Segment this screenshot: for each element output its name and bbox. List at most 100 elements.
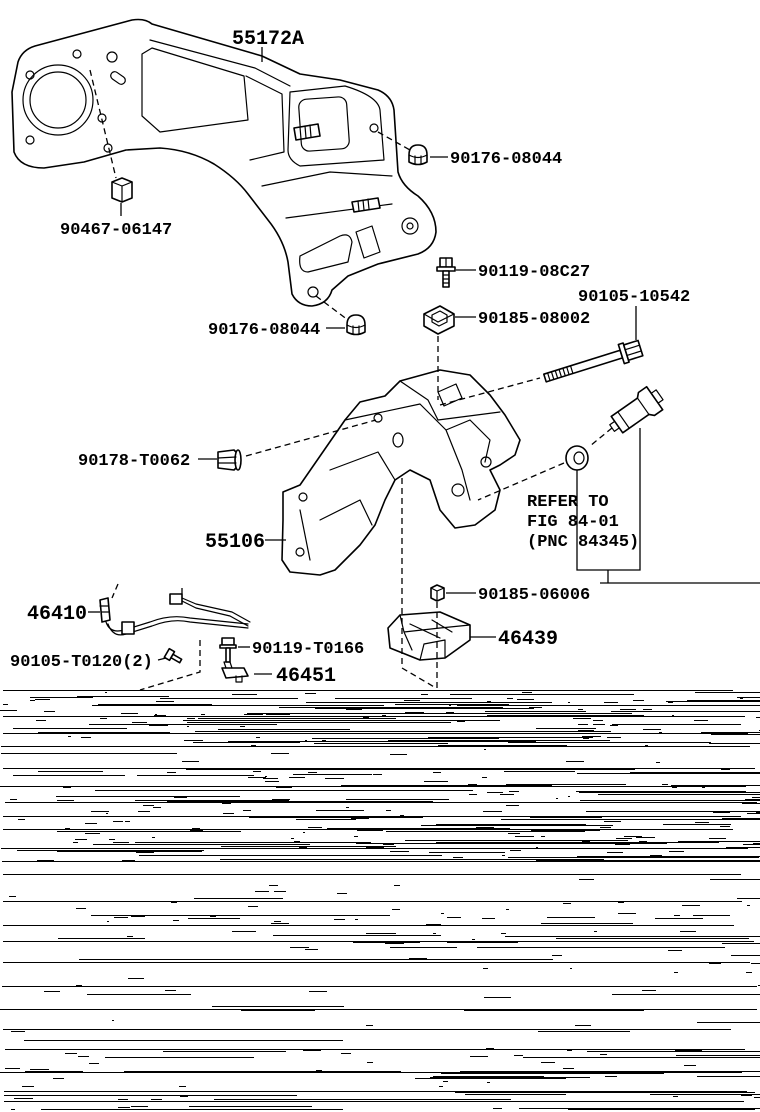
top-flange-edge — [149, 39, 291, 87]
large-bore — [29, 71, 87, 129]
label-bolt-sensor: 90105-T0120(2) — [10, 653, 153, 672]
clip-90467-06147 — [111, 177, 133, 203]
label-bolt-long: 90105-10542 — [578, 288, 690, 307]
label-clamp: 46451 — [276, 665, 336, 688]
stud-thread — [299, 124, 312, 140]
clip-90185-06006 — [430, 584, 445, 602]
box-recess — [298, 96, 350, 152]
bolt-shank — [543, 349, 624, 383]
leader-90105-t0120 — [157, 657, 167, 661]
mounting-hole — [298, 492, 308, 502]
clip-edges — [430, 587, 445, 602]
cage-nut-90185-08002 — [423, 305, 455, 335]
cable-wire-upper — [181, 597, 251, 627]
cable-connector — [99, 597, 111, 623]
bolt-shank — [225, 647, 231, 663]
mounting-hole — [72, 49, 82, 59]
washer-ring — [565, 445, 589, 471]
switch-body — [610, 385, 664, 434]
slot — [355, 225, 381, 259]
assembly-line — [439, 377, 541, 406]
bolt-flange — [617, 342, 630, 365]
assembly-line — [139, 640, 201, 691]
label-bracket-pedal: 55106 — [205, 531, 265, 554]
flange-nut-flange — [234, 449, 242, 471]
reference-note-line3: (PNC 84345) — [527, 533, 639, 552]
boss — [401, 217, 419, 235]
assembly-line — [315, 295, 349, 321]
washer-inner — [573, 451, 585, 465]
boss-hole — [406, 222, 414, 230]
reference-note-line1: REFER TO — [527, 493, 609, 512]
box-section — [287, 85, 385, 167]
bolt-head — [221, 637, 235, 646]
bolt-head-facets — [624, 344, 642, 357]
clamp-46451 — [221, 661, 249, 683]
scan-noise-lines — [0, 689, 760, 1111]
lower-flange-edge — [261, 171, 393, 187]
bracket-55106-outline — [281, 369, 521, 576]
assembly-line — [89, 69, 117, 179]
assembly-lines — [89, 69, 613, 691]
bracket-55172a-outline — [11, 18, 437, 307]
slot — [110, 71, 126, 85]
leader-reference-tail — [600, 570, 760, 584]
cable-grommet — [121, 621, 135, 635]
assembly-line — [111, 583, 119, 599]
assembly-line — [401, 478, 437, 689]
cage-nut-nut — [423, 310, 455, 327]
bracket-slot — [437, 383, 463, 407]
long-bolt-90105-10542 — [543, 339, 644, 383]
bracket-rib — [299, 451, 396, 561]
pivot-hole — [451, 483, 465, 497]
label-nut-flange: 90178-T0062 — [78, 452, 190, 471]
mounting-hole — [373, 413, 383, 423]
slot — [299, 234, 353, 273]
bolt-shank — [170, 653, 183, 664]
bolt-flange — [219, 644, 237, 649]
bolt-thread — [547, 365, 574, 382]
label-cover: 46439 — [498, 628, 558, 651]
flange-nut-facets — [217, 456, 237, 464]
cover-ribs — [399, 614, 471, 661]
clamp-tab — [223, 661, 243, 683]
cage-nut-plate — [423, 305, 455, 335]
clamp-body — [221, 667, 249, 679]
mounting-hole — [25, 70, 35, 80]
label-nut-upper-right: 90176-08044 — [450, 150, 562, 169]
mounting-hole — [295, 547, 305, 557]
switch-assembly — [609, 385, 664, 434]
label-bolt-flange-upper: 90119-08C27 — [478, 263, 590, 282]
assembly-line — [245, 419, 377, 457]
bolt-90105-t0120 — [163, 647, 183, 664]
cable-wire — [107, 620, 249, 636]
callout-labels: 55172A 90176-08044 90467-06147 90119-08C… — [10, 28, 690, 688]
scan-noise-band — [0, 689, 760, 1111]
pivot-boss — [480, 456, 492, 468]
reference-note-line2: FIG 84-01 — [527, 513, 619, 532]
bracket-inner-edge — [445, 419, 491, 463]
mounting-hole — [25, 135, 35, 145]
cover-outline — [387, 611, 471, 661]
window-cutout — [141, 47, 249, 133]
acorn-nut-upper-right — [408, 144, 428, 166]
leader-lines — [88, 47, 760, 675]
clip-edges — [111, 181, 133, 203]
mounting-hole — [307, 286, 319, 298]
mounting-hole — [392, 432, 404, 448]
flange-bolt-upper — [436, 257, 456, 288]
label-clip-upper-left: 90467-06147 — [60, 221, 172, 240]
switch-details — [609, 389, 664, 432]
bracket-flange-edge — [399, 380, 501, 421]
bracket-55172a — [11, 18, 437, 307]
cable-plug — [169, 593, 183, 605]
assembly-line — [377, 131, 411, 151]
mounting-hole — [106, 51, 118, 63]
cover-46439 — [387, 611, 471, 661]
bolt-90119-t0166 — [219, 637, 237, 663]
label-nut-cage: 90185-08002 — [478, 310, 590, 329]
label-sensor-cable: 46410 — [27, 603, 87, 626]
label-bracket-upper: 55172A — [232, 28, 304, 51]
assembly-line — [589, 427, 613, 447]
